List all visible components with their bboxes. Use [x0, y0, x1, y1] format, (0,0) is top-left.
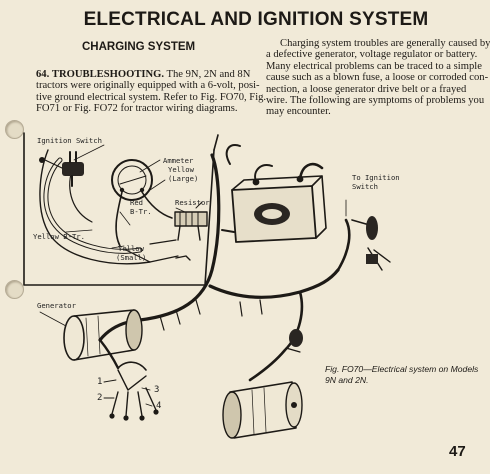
label-num-2: 2 [97, 393, 103, 403]
caption-line-1: Fig. FO70—Electrical system on Models [325, 364, 479, 374]
heading-word: TROUBLESHOOTING. [51, 69, 165, 80]
ignition-switch-icon [39, 151, 84, 187]
paragraph-line: FO71 or Fig. FO72 for tractor wiring dia… [36, 103, 238, 115]
heading-rest: The 9N, 2N and 8N [164, 69, 251, 80]
connector-lead [175, 255, 191, 261]
label-b-tr: B-Tr. [130, 207, 152, 216]
wiring-diagram [23, 132, 391, 439]
paragraph-line: wire. The following are symptoms of prob… [266, 95, 485, 107]
page-title: ELECTRICAL AND IGNITION SYSTEM [83, 9, 429, 30]
troubleshooting-heading-line: 64. TROUBLESHOOTING. The 9N, 2N and 8N [36, 69, 266, 80]
heading-number: 64. [36, 69, 50, 80]
label-to-ignition: To Ignition [352, 173, 400, 182]
punch-hole-top [5, 120, 24, 139]
figure-caption: Fig. FO70—Electrical system on Models 9N… [325, 364, 479, 386]
label-red: Red [130, 198, 143, 207]
right-column-text: Charging system troubles are generally c… [266, 38, 490, 118]
manual-page: ELECTRICAL AND IGNITION SYSTEM CHARGING … [5, 9, 490, 460]
paragraph-line: tractors were originally equipped with a… [36, 80, 260, 92]
ammeter-gauge-icon [111, 159, 173, 247]
starter-motor-icon [222, 381, 303, 439]
label-yellow-small: Yellow [118, 244, 144, 253]
paragraph-line: cause such as a blown fuse, a loose or c… [266, 72, 489, 84]
page-number: 47 [449, 443, 466, 460]
paragraph-line: may encounter. [266, 106, 331, 118]
section-heading: CHARGING SYSTEM [82, 41, 196, 53]
label-yellow-small-size: (Small) [116, 253, 147, 262]
left-column-text: 64. TROUBLESHOOTING. The 9N, 2N and 8N t… [36, 69, 266, 115]
punch-hole-bottom [5, 280, 24, 299]
label-generator: Generator [37, 301, 76, 310]
paragraph-line: nection, a loose generator drive belt or… [266, 83, 467, 95]
battery-icon [231, 162, 327, 243]
label-yellow-large: Yellow [168, 165, 194, 174]
caption-line-2: 9N and 2N. [325, 375, 369, 385]
solenoid-icon [285, 329, 303, 353]
paragraph-line: Many electrical problems can be traced t… [266, 60, 482, 72]
label-switch: Switch [352, 182, 378, 191]
resistor-icon [174, 201, 208, 241]
generator-icon [39, 309, 143, 361]
label-num-4: 4 [156, 401, 162, 411]
harness-clips [159, 299, 263, 331]
connector-plug-icon [98, 338, 159, 421]
starter-switch-icon [345, 199, 391, 271]
inset-panel [23, 132, 219, 286]
label-num-3: 3 [154, 385, 160, 395]
label-resistor: Resistor [175, 198, 210, 207]
main-harness [98, 144, 351, 382]
label-yellow-large-size: (Large) [168, 174, 199, 183]
label-ignition-switch: Ignition Switch [37, 136, 102, 145]
label-yellow-b-tr: Yellow B-Tr. [33, 232, 85, 241]
label-ammeter: Ammeter [163, 156, 194, 165]
paragraph-line: Charging system troubles are generally c… [280, 38, 490, 49]
paragraph-line: tive ground electrical system. Refer to … [36, 91, 267, 103]
inset-leader-lines [65, 144, 186, 249]
inset-wires [125, 239, 179, 263]
paragraph-line: a defective generator, voltage regulator… [266, 49, 478, 61]
label-num-1: 1 [97, 377, 103, 387]
